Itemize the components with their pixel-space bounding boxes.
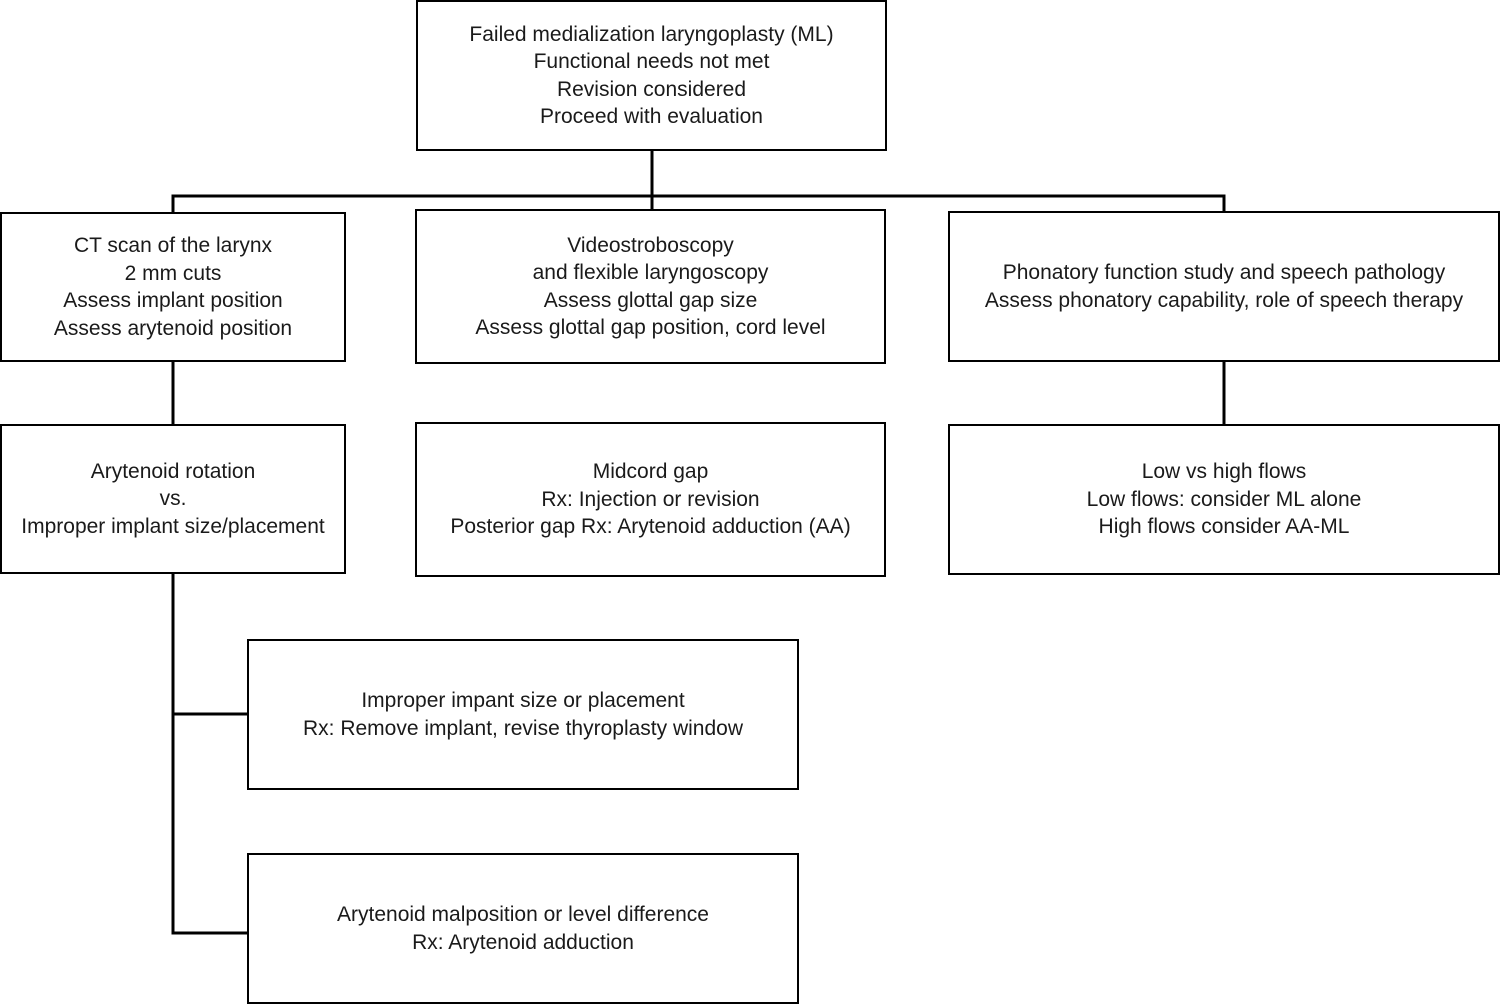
box-midcord-gap: Midcord gap Rx: Injection or revision Po… bbox=[415, 422, 886, 577]
box-text-line: Low vs high flows bbox=[1141, 460, 1307, 484]
box-text-line: High flows consider AA-ML bbox=[1098, 515, 1350, 539]
box-text-line: Improper implant size/placement bbox=[21, 514, 325, 538]
box-text-line: Revision considered bbox=[556, 77, 747, 101]
box-text-line: Rx: Remove implant, revise thyroplasty w… bbox=[303, 716, 743, 740]
box-arytenoid-rotation: Arytenoid rotation vs. Improper implant … bbox=[0, 424, 346, 574]
box-text-line: Videostroboscopy bbox=[567, 233, 734, 257]
box-text-line: and flexible laryngoscopy bbox=[532, 261, 769, 284]
box-text-line: Assess glottal gap position, cord level bbox=[475, 316, 826, 339]
box-text-line: Arytenoid malposition or level differenc… bbox=[337, 903, 709, 926]
box-text-line: Assess glottal gap size bbox=[543, 288, 758, 312]
box-text-line: Assess arytenoid position bbox=[53, 316, 293, 340]
box-phonatory-function: Phonatory function study and speech path… bbox=[948, 211, 1500, 362]
box-text-line: Low flows: consider ML alone bbox=[1086, 487, 1362, 511]
box-text-line: Functional needs not met bbox=[533, 50, 770, 73]
box-text-line: Assess implant position bbox=[63, 289, 283, 312]
box-text-line: CT scan of the larynx bbox=[73, 234, 273, 257]
box-text-line: vs. bbox=[159, 487, 187, 511]
box-arytenoid-malposition: Arytenoid malposition or level differenc… bbox=[247, 853, 799, 1004]
box-text-line: Failed medialization laryngoplasty (ML) bbox=[469, 22, 834, 46]
box-text-line: Phonatory function study and speech path… bbox=[1002, 261, 1446, 284]
box-text-line: Proceed with evaluation bbox=[540, 105, 763, 128]
box-text-line: Midcord gap bbox=[592, 460, 709, 484]
box-ct-scan: CT scan of the larynx 2 mm cuts Assess i… bbox=[0, 212, 346, 362]
box-text-line: Assess phonatory capability, role of spe… bbox=[984, 288, 1464, 312]
box-text-line: Posterior gap Rx: Arytenoid adduction (A… bbox=[450, 515, 851, 539]
box-failed-medialization-laryngoplasty: Failed medialization laryngoplasty (ML) … bbox=[416, 0, 887, 151]
box-text-line: Rx: Injection or revision bbox=[541, 487, 760, 511]
box-low-vs-high-flows: Low vs high flows Low flows: consider ML… bbox=[948, 424, 1500, 575]
box-text-line: Improper impant size or placement bbox=[361, 689, 685, 712]
box-text-line: Arytenoid rotation bbox=[90, 459, 256, 483]
box-improper-implant: Improper impant size or placement Rx: Re… bbox=[247, 639, 799, 790]
box-text-line: 2 mm cuts bbox=[124, 261, 222, 285]
box-text-line: Rx: Arytenoid adduction bbox=[412, 930, 634, 954]
box-videostroboscopy: Videostroboscopy and flexible laryngosco… bbox=[415, 209, 886, 364]
